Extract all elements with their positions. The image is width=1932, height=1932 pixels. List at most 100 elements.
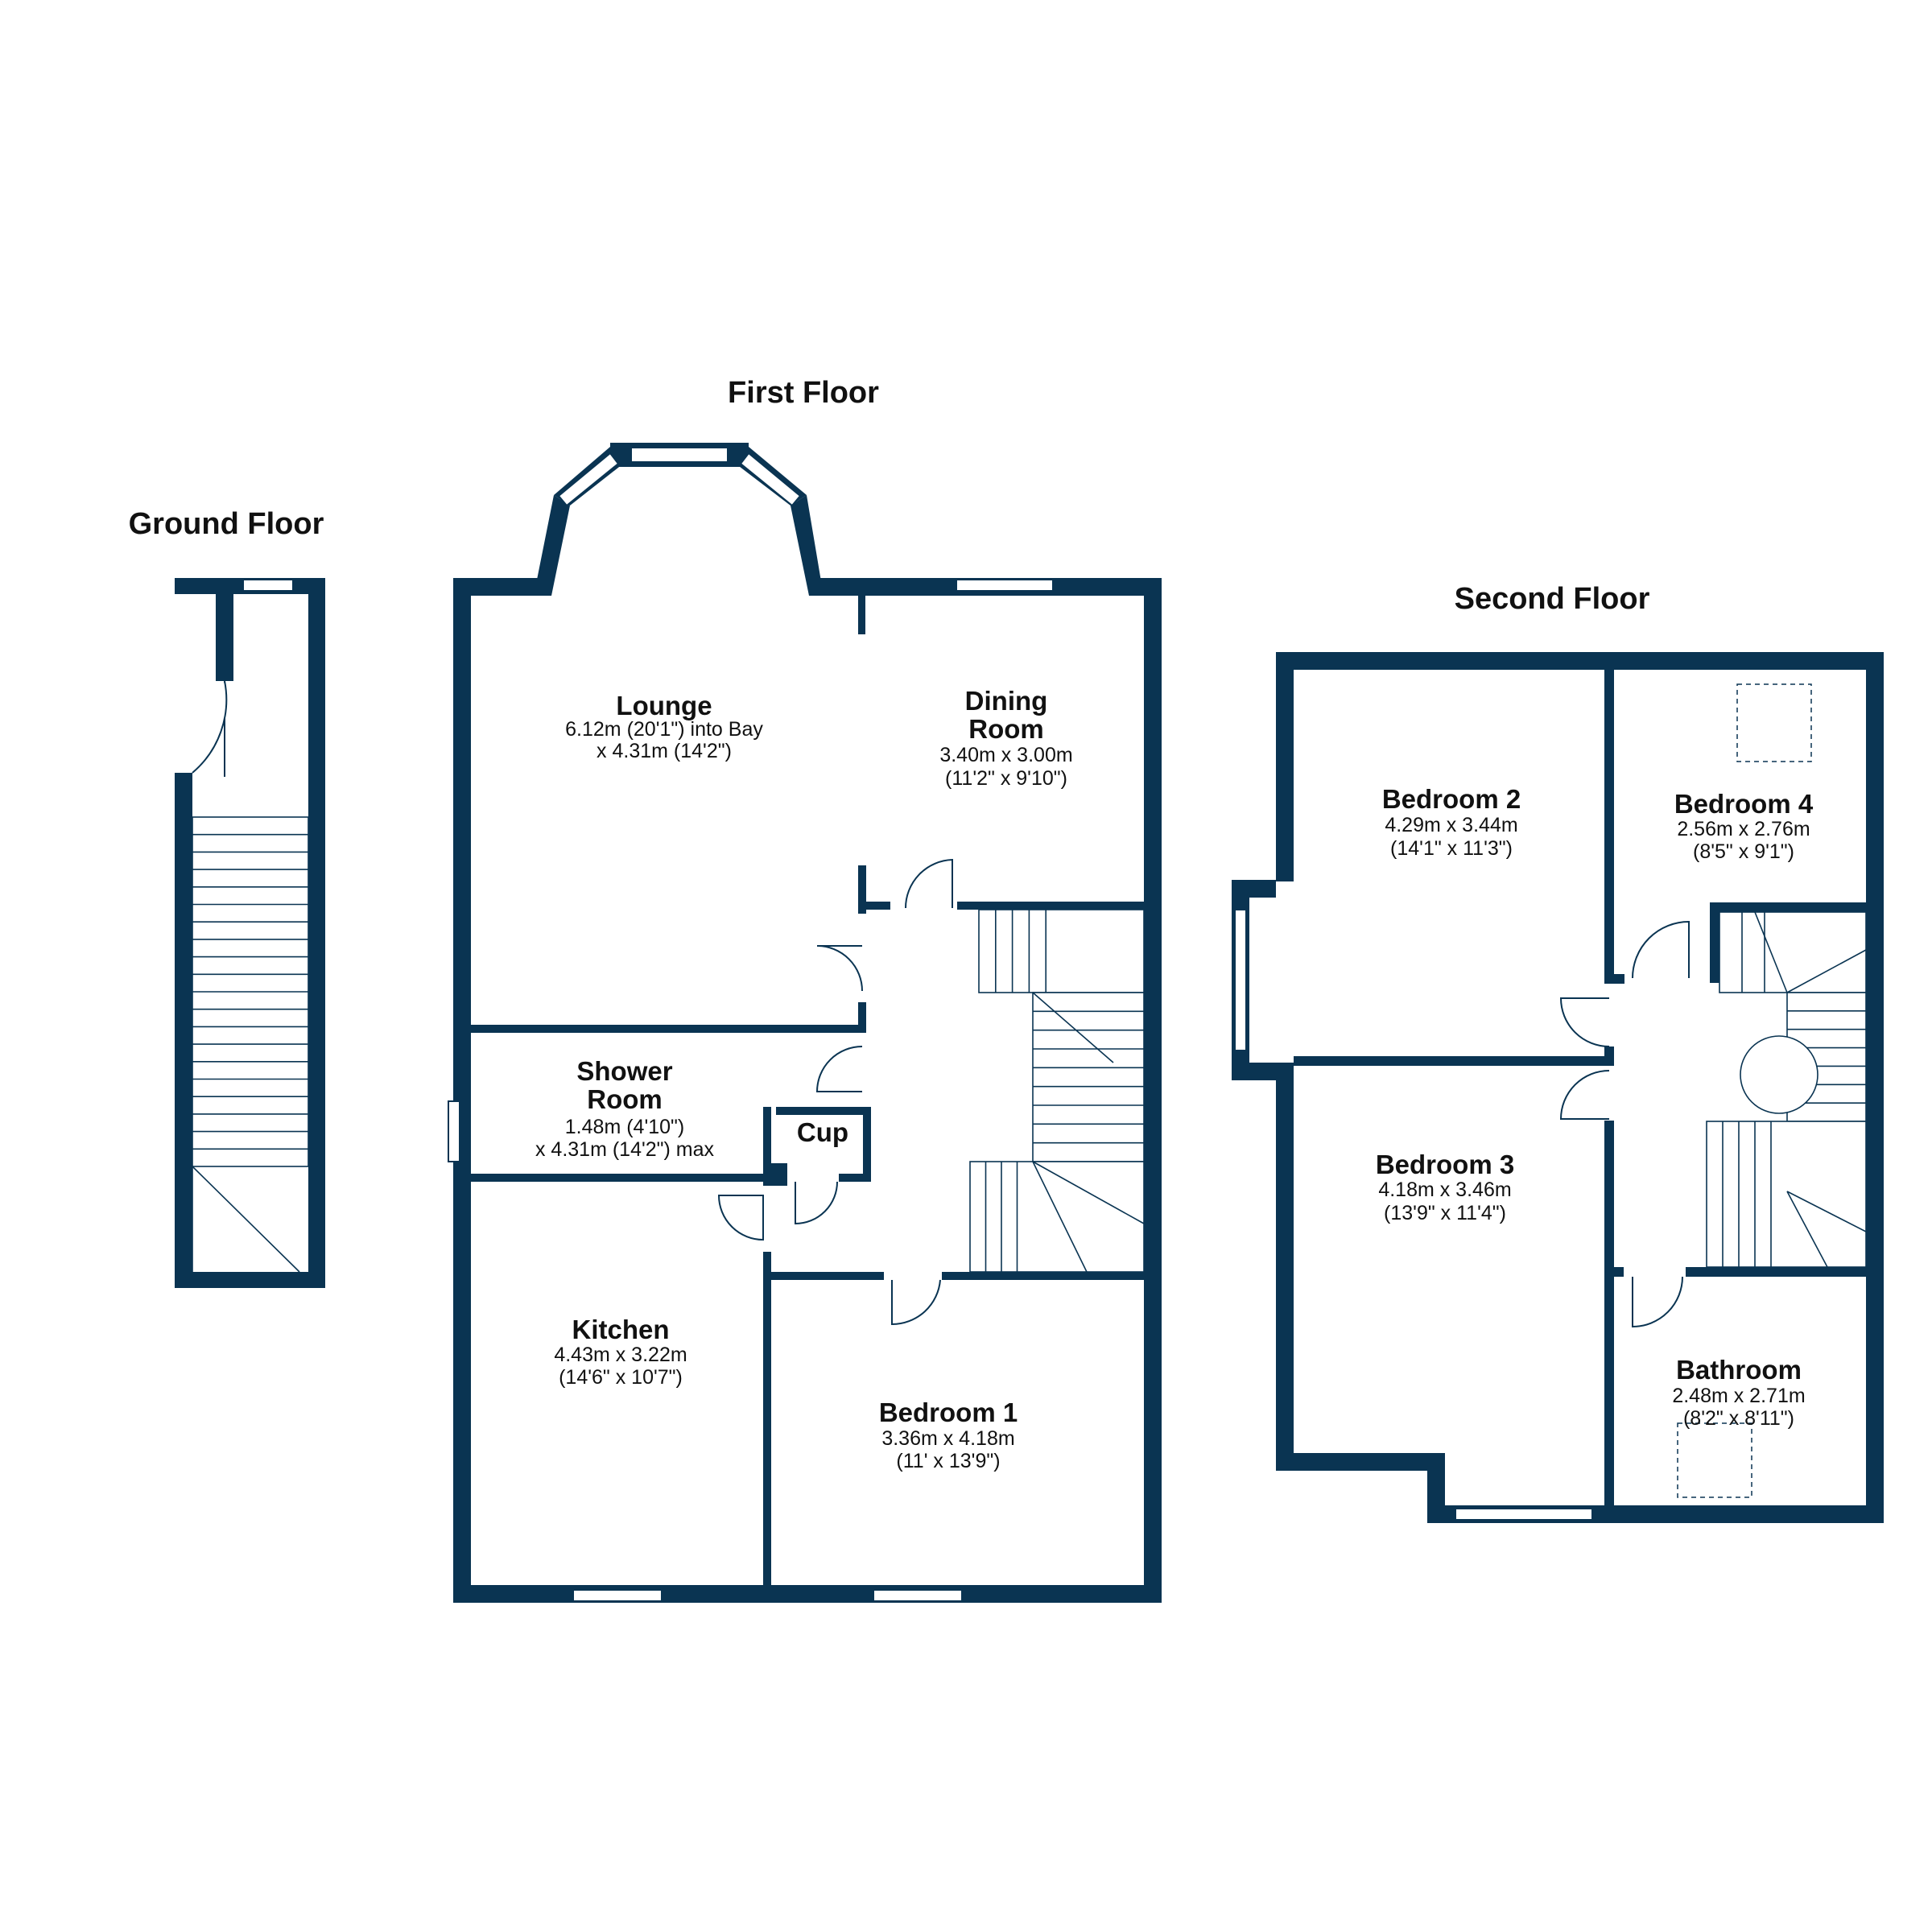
wall — [863, 1107, 871, 1182]
shower-name-1: Shower — [576, 1056, 672, 1086]
lounge-dim-2: x 4.31m (14'2") — [597, 740, 732, 762]
newel-post — [1740, 1035, 1818, 1114]
kitchen-dim-1: 4.43m x 3.22m — [554, 1344, 687, 1366]
second-floor-plan: Second Floor — [1232, 582, 1884, 1523]
wall — [763, 1163, 787, 1186]
lounge-door[interactable] — [816, 945, 863, 992]
window — [242, 579, 294, 592]
wall — [858, 865, 866, 914]
wall — [858, 1002, 866, 1033]
bathroom-dim-2: (8'2" x 8'11") — [1683, 1407, 1794, 1430]
dining-dim-1: 3.40m x 3.00m — [939, 744, 1072, 766]
wall — [1294, 1056, 1614, 1066]
lounge-name: Lounge — [616, 691, 712, 720]
lounge-dim-1: 6.12m (20'1") into Bay — [565, 718, 763, 741]
bedroom3-window — [1455, 1508, 1593, 1521]
bedroom1-dim-1: 3.36m x 4.18m — [881, 1427, 1014, 1450]
bay-window-left — [557, 452, 620, 507]
bedroom4-door[interactable] — [1632, 920, 1690, 979]
wall — [1710, 902, 1719, 983]
dining-door[interactable] — [905, 858, 953, 909]
second-floor-staircase — [1706, 911, 1867, 1268]
bedroom1-name: Bedroom 1 — [879, 1397, 1018, 1427]
wall — [858, 902, 890, 910]
wall — [763, 1252, 771, 1585]
wall — [1144, 578, 1162, 1603]
wall — [175, 773, 192, 1288]
bedroom3-dim-1: 4.18m x 3.46m — [1378, 1179, 1511, 1201]
bathroom-name: Bathroom — [1676, 1355, 1802, 1385]
bedroom2-name: Bedroom 2 — [1382, 784, 1521, 814]
bathroom-door[interactable] — [1632, 1276, 1683, 1328]
wall — [763, 1107, 771, 1182]
ground-floor-plan: Ground Floor — [129, 507, 325, 1288]
ground-staircase — [192, 816, 309, 1273]
kitchen-dim-2: (14'6" x 10'7") — [559, 1366, 683, 1389]
bedroom2-window — [1234, 909, 1247, 1051]
wall — [1276, 1453, 1445, 1471]
wall — [1686, 1267, 1866, 1277]
bay-window-right — [739, 452, 802, 507]
wall — [471, 1174, 777, 1182]
shower-dim-2: x 4.31m (14'2") max — [535, 1138, 715, 1161]
bedroom1-dim-2: (11' x 13'9") — [896, 1450, 1000, 1472]
wall — [308, 578, 325, 1288]
kitchen-name: Kitchen — [572, 1315, 669, 1344]
wall — [1604, 1121, 1614, 1505]
wall — [1604, 974, 1624, 984]
bedroom4-name: Bedroom 4 — [1674, 789, 1814, 819]
ground-floor-title: Ground Floor — [129, 507, 324, 541]
second-floor-title: Second Floor — [1455, 582, 1650, 616]
dining-name-1: Dining — [965, 686, 1048, 716]
wall — [453, 1585, 1162, 1603]
bedroom1-window — [873, 1589, 963, 1602]
wall — [453, 578, 543, 596]
bedroom1-door[interactable] — [891, 1279, 941, 1326]
cup-name: Cup — [797, 1117, 848, 1147]
skylight — [1736, 683, 1812, 762]
bay-wall — [791, 495, 824, 596]
wall — [1604, 670, 1614, 984]
wall — [1276, 652, 1294, 881]
first-floor-staircase — [969, 909, 1145, 1273]
bedroom2-dim-2: (14'1" x 11'3") — [1390, 837, 1513, 860]
wall — [216, 578, 233, 681]
wall — [1276, 652, 1884, 670]
bathroom-dim-1: 2.48m x 2.71m — [1672, 1385, 1805, 1407]
wall — [453, 578, 471, 1603]
wall — [858, 594, 865, 634]
wall — [942, 1272, 1144, 1280]
kitchen-window — [572, 1589, 663, 1602]
entrance-door[interactable] — [192, 680, 228, 777]
shower-door[interactable] — [815, 1046, 863, 1092]
wall — [776, 1107, 871, 1115]
bedroom2-dim-1: 4.29m x 3.44m — [1385, 814, 1517, 836]
wall — [175, 1272, 325, 1288]
bedroom2-door[interactable] — [1559, 997, 1610, 1047]
shower-name-2: Room — [587, 1084, 663, 1114]
bedroom3-door[interactable] — [1559, 1070, 1610, 1120]
first-floor-title: First Floor — [728, 376, 879, 410]
dining-name-2: Room — [968, 714, 1044, 744]
dining-window — [956, 579, 1054, 592]
bay-wall — [534, 495, 570, 596]
cupboard-door[interactable] — [795, 1181, 838, 1225]
wall — [1710, 902, 1866, 912]
bedroom3-name: Bedroom 3 — [1376, 1150, 1514, 1179]
bedroom4-dim-1: 2.56m x 2.76m — [1677, 818, 1810, 840]
wall — [471, 1025, 865, 1033]
skylight — [1677, 1422, 1752, 1498]
shower-window — [448, 1100, 460, 1162]
shower-dim-1: 1.48m (4'10") — [565, 1116, 684, 1138]
wall — [1614, 1267, 1624, 1277]
first-floor-plan: First Floor — [448, 376, 1162, 1603]
wall — [1866, 652, 1884, 1523]
bay-window-front — [630, 447, 729, 463]
bedroom3-dim-2: (13'9" x 11'4") — [1384, 1202, 1506, 1224]
wall — [957, 902, 1144, 910]
wall — [1276, 1063, 1294, 1471]
wall — [763, 1272, 884, 1280]
bedroom4-dim-2: (8'5" x 9'1") — [1693, 840, 1794, 863]
kitchen-door[interactable] — [717, 1195, 764, 1241]
